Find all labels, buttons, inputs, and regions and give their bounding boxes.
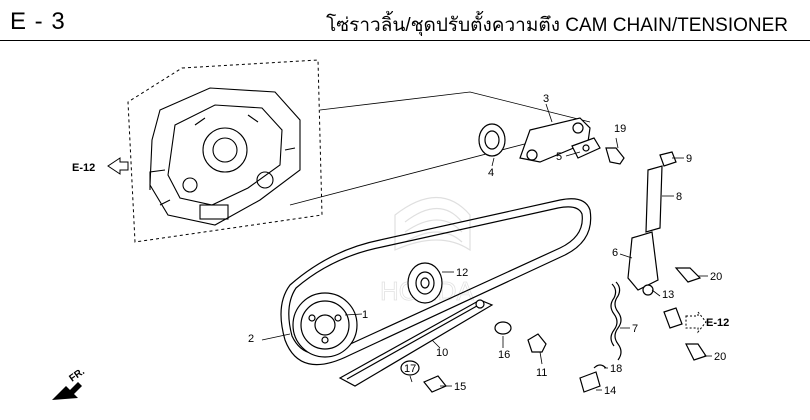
chain-guide <box>338 299 494 387</box>
callout-20b: 20 <box>714 351 726 363</box>
callout-11: 11 <box>536 367 547 379</box>
tensioner-roller <box>407 262 443 304</box>
callout-17: 17 <box>404 363 416 375</box>
callout-18: 18 <box>610 363 622 375</box>
callout-1: 1 <box>362 309 368 321</box>
page-title: โซ่ราวลิ้น/ชุดปรับตั้งความตึง CAM CHAIN/… <box>326 15 788 36</box>
callout-5: 5 <box>556 151 562 163</box>
callout-8: 8 <box>676 191 682 203</box>
leader-line <box>319 91 591 123</box>
ref-arrow-right[interactable]: E-12 <box>685 310 729 334</box>
ref-label-right: E-12 <box>706 317 729 329</box>
section-code: E - 3 <box>10 8 66 35</box>
cam-sprocket <box>292 292 358 358</box>
callout-9: 9 <box>686 153 692 165</box>
callout-16: 16 <box>498 349 510 361</box>
washer-5 <box>571 137 601 159</box>
ref-arrow-left[interactable]: E-12 <box>72 157 129 175</box>
bolt-19 <box>605 147 625 165</box>
callout-13: 13 <box>662 289 674 301</box>
callout-12: 12 <box>456 267 468 279</box>
oil-seal <box>478 123 506 157</box>
callout-4: 4 <box>488 167 494 179</box>
callout-2: 2 <box>248 333 254 345</box>
tensioner-plate <box>519 117 591 163</box>
callout-7: 7 <box>632 323 638 335</box>
tensioner-assembly <box>610 151 683 361</box>
callout-leaders <box>261 103 712 391</box>
callout-15: 15 <box>454 381 466 393</box>
fasteners <box>400 267 707 393</box>
cam-chain <box>280 198 592 366</box>
crankcase-inset <box>127 59 323 243</box>
ref-label-left: E-12 <box>72 162 95 174</box>
front-marker: FR. <box>52 366 87 400</box>
callout-20a: 20 <box>710 271 722 283</box>
callout-10: 10 <box>436 347 448 359</box>
callout-14: 14 <box>604 385 616 397</box>
callout-3: 3 <box>543 93 549 105</box>
front-marker-label: FR. <box>67 366 87 384</box>
header-divider <box>0 40 810 41</box>
callout-6: 6 <box>612 247 618 259</box>
callout-19: 19 <box>614 123 626 135</box>
